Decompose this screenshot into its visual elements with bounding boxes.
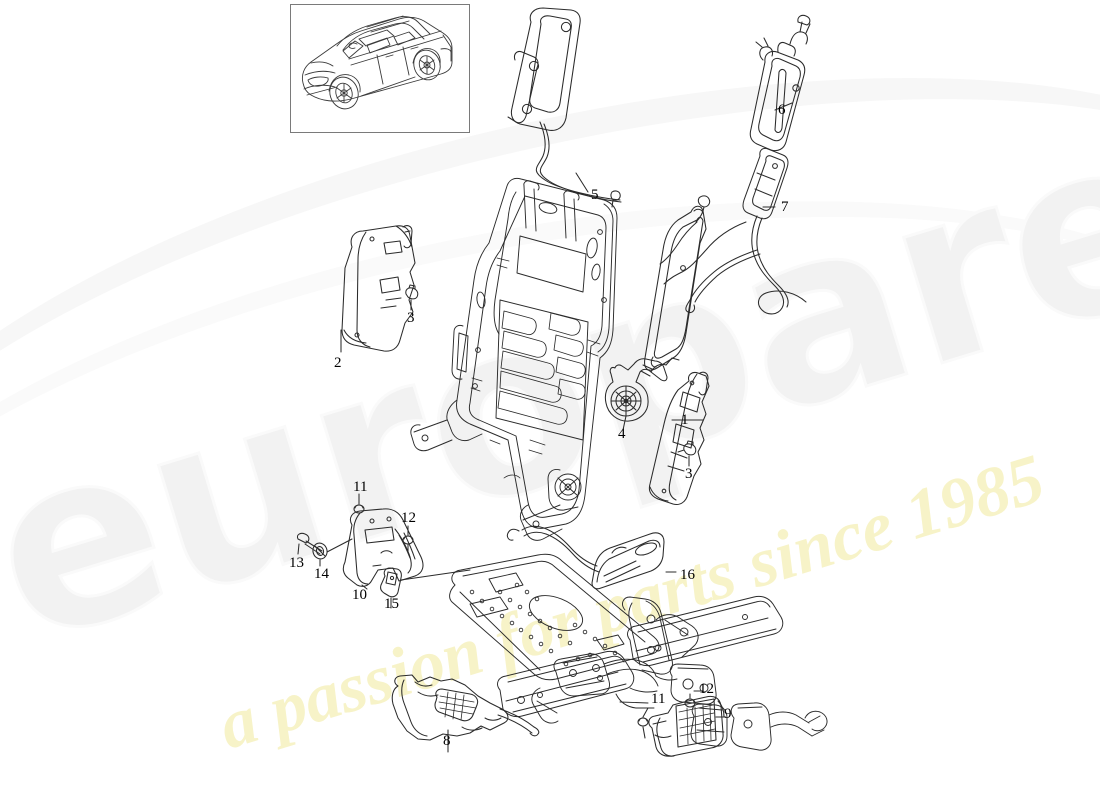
part-airbag-connector-wiring — [659, 147, 807, 315]
callout-label-7: 7 — [781, 199, 789, 215]
callout-label-6: 6 — [778, 102, 786, 118]
part-headrest — [507, 7, 622, 208]
part-3-fastener-upper — [405, 284, 419, 309]
part-10-seat-side-bracket-cover — [342, 508, 424, 587]
part-11-clip-upper — [353, 504, 365, 514]
part-9-seat-rail-trim-cover — [648, 695, 725, 757]
part-1-side-trim-panel-inner — [648, 371, 710, 505]
leader-5 — [575, 172, 589, 193]
callout-label-3-upper: 3 — [407, 310, 415, 326]
leader-10 — [361, 584, 368, 590]
leader-6 — [774, 102, 793, 111]
callout-label-13: 13 — [289, 555, 304, 571]
part-2-side-trim-panel-outer — [341, 225, 416, 352]
leader-3b-horiz — [677, 449, 685, 453]
part-12-grommet-lower — [684, 698, 696, 708]
part-3-fastener-lower — [683, 440, 697, 456]
vehicle-thumbnail-box — [290, 4, 470, 133]
leader-11b-down — [642, 726, 646, 739]
callout-label-10: 10 — [352, 587, 367, 603]
part-8-seat-pan-under-cover — [391, 674, 540, 741]
seat-base-frame-assembly — [449, 553, 828, 751]
callout-label-8: 8 — [443, 733, 451, 749]
callout-label-16: 16 — [680, 567, 695, 583]
callout-label-2: 2 — [334, 355, 342, 371]
callout-label-9: 9 — [724, 706, 732, 722]
part-side-airbag-module — [749, 14, 811, 152]
part-4-lumbar-motor-pump — [604, 357, 680, 422]
callout-label-11-upper: 11 — [353, 479, 368, 495]
part-14-bushing-washer — [312, 542, 328, 560]
part-12-grommet-upper — [402, 535, 414, 545]
part-16-release-handle-trim — [506, 525, 665, 590]
callout-label-11-lower: 11 — [651, 691, 666, 707]
leader-4 — [622, 415, 627, 431]
leader-13 — [297, 543, 300, 555]
backrest-frame-assembly — [410, 177, 618, 541]
leader-11b — [642, 707, 649, 718]
leader-14-to-10 — [326, 538, 353, 553]
part-11-clip-lower — [637, 717, 649, 727]
callout-label-4: 4 — [618, 426, 626, 442]
part-15-retaining-bracket — [380, 567, 402, 598]
callout-label-12-upper: 12 — [401, 510, 416, 526]
leader-15-to-frame — [400, 569, 471, 581]
porsche-cayenne-icon — [301, 15, 453, 110]
callout-label-1: 1 — [681, 412, 689, 428]
callout-label-3-lower: 3 — [685, 466, 693, 482]
callout-label-12-lower: 12 — [699, 681, 714, 697]
callout-label-15: 15 — [384, 596, 399, 612]
backrest-edge-trim-strip — [644, 205, 707, 371]
callout-label-5: 5 — [591, 187, 599, 203]
callout-label-14: 14 — [314, 566, 329, 582]
